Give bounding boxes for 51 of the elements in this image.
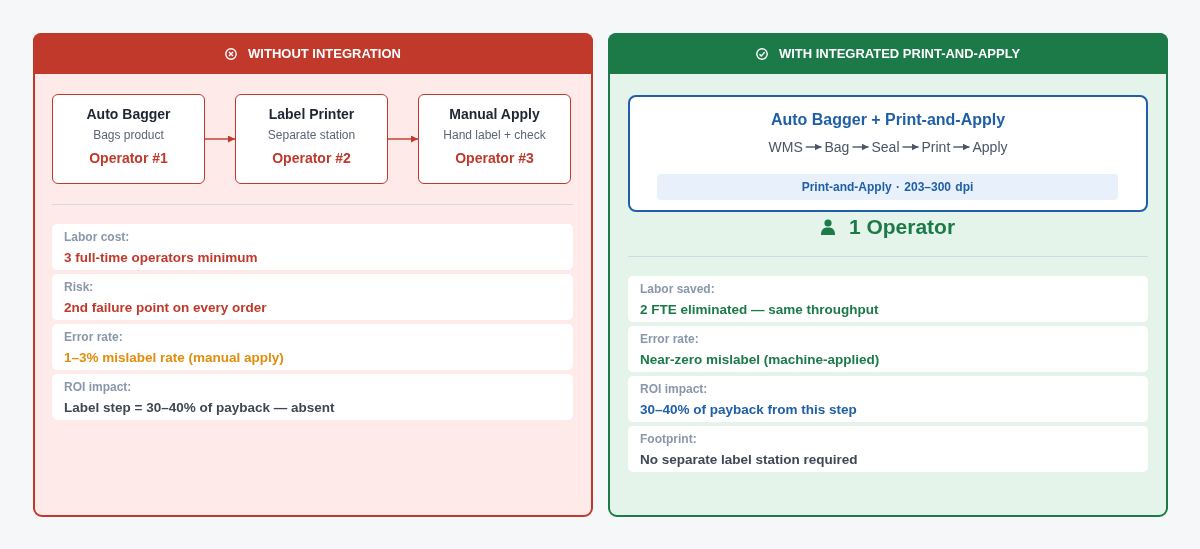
system-box [628,95,1148,212]
box-title: Manual Apply [449,105,540,123]
field-value: No separate label station required [640,452,858,468]
field-label: ROI impact: [64,380,132,394]
panel-title: WITHOUT INTEGRATION [248,45,401,62]
flow-step: Bag [821,138,853,156]
arrow [901,143,920,151]
box-title: Label Printer [268,105,355,123]
comparison-panel [33,33,593,517]
field-value: 1–3% mislabel rate (manual apply) [64,350,284,366]
box-subtitle: Separate station [267,127,356,143]
info-card [628,376,1148,422]
flow-step: Seal [868,138,903,156]
field-label: ROI impact: [640,382,708,396]
operator-count: 1 Operator [848,214,956,240]
field-value: 3 full-time operators minimum [64,250,258,266]
info-card [628,326,1148,372]
arrow [387,135,419,143]
system-title: Auto Bagger + Print-and-Apply [770,110,1006,130]
flow-step: WMS [765,138,806,156]
field-value: Label step = 30–40% of payback — absent [64,400,335,416]
operator-label: Operator #2 [272,149,351,167]
info-card [628,426,1148,472]
field-label: Risk: [64,280,94,294]
operator-label: Operator #3 [455,149,534,167]
field-label: Footprint: [640,432,697,446]
box-subtitle: Hand label + check [443,127,546,143]
comparison-panel [608,33,1168,517]
box-subtitle: Bags product [93,127,164,143]
flow-step: Apply [969,138,1011,156]
field-label: Labor cost: [64,230,130,244]
process-box [52,94,205,184]
field-label: Labor saved: [640,282,715,296]
field-label: Error rate: [640,332,699,346]
arrow [805,143,823,151]
operator-label: Operator #1 [89,149,168,167]
field-value: Near-zero mislabel (machine-applied) [640,352,880,368]
info-card [628,276,1148,322]
field-value: 2nd failure point on every order [64,300,267,316]
arrow [204,135,236,143]
arrow [952,143,971,151]
process-box [235,94,388,184]
field-label: Error rate: [64,330,123,344]
flow-step: Print [918,138,954,156]
arrow [851,143,870,151]
panel-title: WITH INTEGRATED PRINT-AND-APPLY [778,45,1021,62]
field-value: 30–40% of payback from this step [640,402,857,418]
field-value: 2 FTE eliminated — same throughput [640,302,879,318]
box-title: Auto Bagger [86,105,171,123]
spec-tag: Print-and-Apply · 203–300 dpi [657,174,1118,200]
process-box [418,94,571,184]
